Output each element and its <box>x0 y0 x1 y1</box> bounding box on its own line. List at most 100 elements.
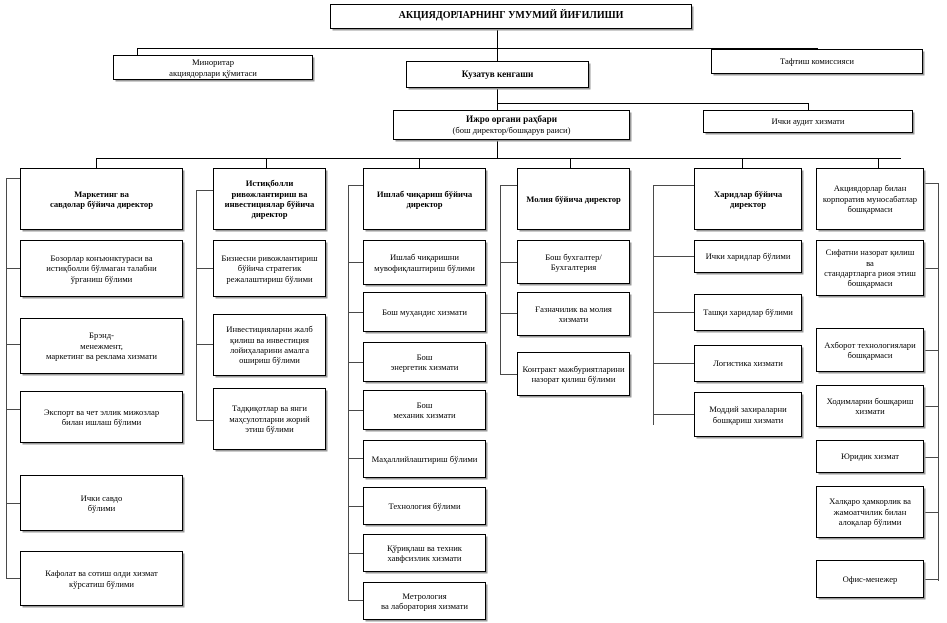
connector-drop-col-3 <box>570 158 571 168</box>
connector-l2-mid-drop <box>497 48 498 61</box>
box-minority-committee: Миноритар акциядорлари қўмитаси <box>113 55 313 80</box>
unit-label-0-1: Брэнд-менежмент,маркетинг ва реклама хиз… <box>45 330 158 362</box>
stub-col-4-0 <box>653 256 694 257</box>
connector-exec-down <box>497 140 498 158</box>
box-unit-2-4: Маҳаллийлаштириш бўлими <box>363 440 486 478</box>
minority-committee-line1: Миноритар <box>191 57 234 68</box>
stub-col-2-4 <box>348 458 363 459</box>
stub-col-2-5 <box>348 506 363 507</box>
unit-label-5-5: Офис-менежер <box>842 573 898 584</box>
box-unit-0-1: Брэнд-менежмент,маркетинг ва реклама хиз… <box>20 318 183 374</box>
stub-col-1-0 <box>196 268 213 269</box>
unit-label-3-0: Бош бухгалтер/Бухгалтерия <box>545 251 602 272</box>
stub-col-4-3 <box>653 414 694 415</box>
connector-l3-mid-drop <box>497 103 498 110</box>
box-unit-4-0: Ички харидлар бўлими <box>694 240 802 273</box>
box-unit-4-1: Ташқи харидлар бўлими <box>694 294 802 331</box>
unit-label-4-1: Ташқи харидлар бўлими <box>703 307 793 318</box>
spine-col-4 <box>653 185 654 425</box>
box-supervisory-board: Кузатув кенгаши <box>406 61 589 88</box>
unit-label-2-5: Технология бўлими <box>388 500 461 511</box>
audit-commission-label: Тафтиш комиссияси <box>779 56 855 67</box>
unit-label-4-2: Логистика хизмати <box>713 358 783 369</box>
stub-col-2-1 <box>348 312 363 313</box>
stub-col-1-head <box>196 190 213 191</box>
connector-l2-to-l3 <box>497 88 498 103</box>
box-director-3: Молия бўйича директор <box>517 168 630 230</box>
box-unit-4-2: Логистика хизмати <box>694 345 802 382</box>
box-unit-2-1: Бош муҳандис хизмати <box>363 292 486 332</box>
general-meeting-label: АКЦИЯДОРЛАРНИНГ УМУМИЙ ЙИҒИЛИШИ <box>398 10 624 22</box>
stub-col-5-4 <box>924 512 939 513</box>
stub-col-3-1 <box>500 313 517 314</box>
box-executive-head: Ижро органи раҳбари (бош директор/бошқар… <box>393 110 630 140</box>
connector-l2-bus <box>137 48 817 49</box>
connector-l2-left-drop <box>137 48 138 55</box>
unit-label-2-4: Маҳаллийлаштириш бўлими <box>371 453 478 464</box>
connector-drop-col-5 <box>878 158 879 168</box>
stub-col-5-5 <box>924 579 939 580</box>
spine-col-1 <box>196 190 197 420</box>
stub-col-5-3 <box>924 457 939 458</box>
minority-committee-line2: акциядорлари қўмитаси <box>169 67 257 78</box>
stub-col-0-head <box>6 178 20 179</box>
stub-col-2-2 <box>348 362 363 363</box>
executive-head-line2: (бош директор/бошқарув раиси) <box>452 125 571 135</box>
stub-col-5-0 <box>924 268 939 269</box>
stub-col-5-head <box>924 183 939 184</box>
stub-col-4-1 <box>653 312 694 313</box>
stub-col-1-1 <box>196 344 213 345</box>
connector-drop-col-1 <box>266 158 267 168</box>
stub-col-3-0 <box>500 262 517 263</box>
stub-col-5-2 <box>924 406 939 407</box>
connector-drop-col-0 <box>96 158 97 168</box>
connector-l3-bus <box>497 103 808 104</box>
connector-l1-down <box>497 29 498 48</box>
director-label-3: Молия бўйича директор <box>526 193 621 204</box>
connector-l3-right-drop <box>808 103 809 110</box>
stub-col-2-head <box>348 185 363 186</box>
stub-col-0-1 <box>6 344 20 345</box>
spine-col-0 <box>6 178 7 578</box>
stub-col-3-head <box>500 185 517 186</box>
connector-drop-col-2 <box>419 158 420 168</box>
stub-col-2-7 <box>348 600 363 601</box>
connector-directors-bus <box>96 158 901 159</box>
stub-col-2-0 <box>348 262 363 263</box>
